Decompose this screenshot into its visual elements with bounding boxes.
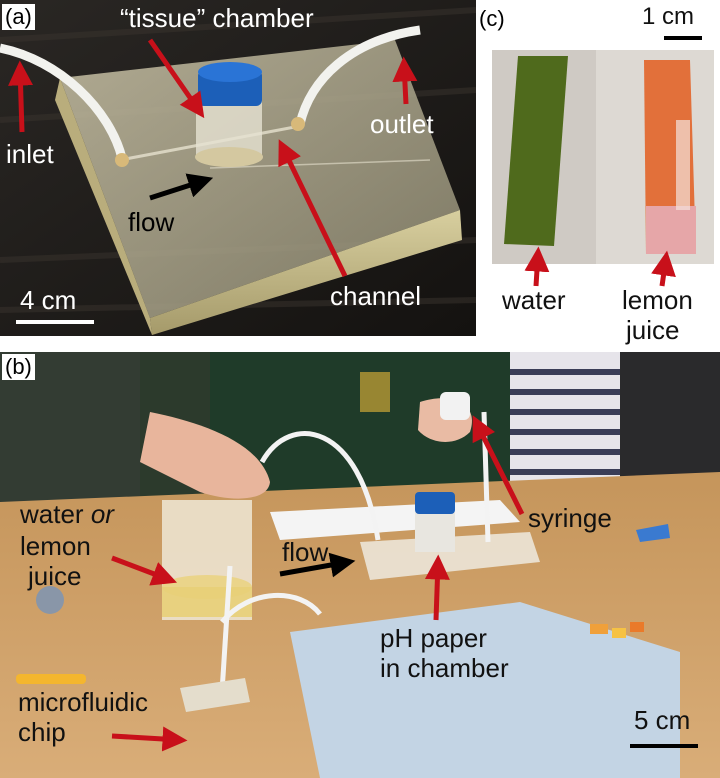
label-chip-1: microfluidic [18, 687, 149, 717]
chamber-vial-b [415, 512, 455, 552]
label-ph-paper-2: in chamber [380, 653, 509, 683]
arrow-flow-b [279, 552, 356, 578]
panel-b-arrows [111, 415, 525, 752]
panel-b-tag: (b) [2, 354, 35, 381]
arrow-outlet [392, 56, 418, 105]
label-ph-paper-1: pH paper [380, 623, 487, 653]
hand-left [140, 412, 270, 499]
label-outlet: outlet [370, 109, 434, 139]
label-inlet: inlet [6, 139, 54, 169]
panel-b-photo: (b) water or lemon juice flow syringe pH… [0, 352, 720, 778]
panel-b-scene [0, 352, 720, 778]
panel-a-tag: (a) [2, 4, 35, 31]
scale-label-c: 1 cm [642, 3, 695, 30]
microfluidic-chip-small [180, 678, 250, 712]
arrow-inlet [8, 60, 34, 133]
pdms-block [60, 40, 460, 318]
arrow-ph-paper [424, 554, 450, 621]
outlet-tube [295, 25, 421, 126]
label-flow-a: flow [128, 207, 175, 237]
arrow-channel [278, 139, 348, 278]
pdms-block-side [150, 210, 462, 335]
label-water-or-lemon-2: lemon [20, 531, 91, 561]
label-syringe: syringe [528, 503, 612, 533]
label-flow-b: flow [282, 537, 329, 567]
label-lemon-c-1: lemon [622, 285, 693, 315]
scale-bar-a [16, 320, 94, 324]
panel-c-tag: (c) [476, 6, 508, 33]
scale-label-a: 4 cm [20, 285, 77, 315]
label-water-or-lemon-1: water or [20, 500, 114, 529]
panel-a-arrows [8, 38, 418, 278]
tube-b-1 [259, 431, 381, 541]
label-water-or-lemon-3: juice [28, 561, 82, 591]
blue-paper-towel [290, 602, 680, 778]
chamber-cap-b [415, 492, 455, 514]
scale-bar-b [630, 744, 698, 748]
inlet-tube [0, 43, 127, 160]
scale-label-b: 5 cm [634, 705, 691, 735]
arrow-flow-a [149, 173, 214, 201]
arrow-chamber [147, 38, 205, 119]
panel-a-scene [0, 0, 476, 336]
panel-c-photo: (c) 1 cm water lemon juice [476, 0, 720, 350]
label-chip-2: chip [18, 717, 66, 747]
arrow-syringe [472, 415, 525, 516]
panel-a-photo: (a) “tissue” chamber inlet outlet flow c… [0, 0, 476, 336]
chip-large [360, 532, 540, 580]
label-water: water [20, 499, 91, 529]
school-badge [360, 372, 390, 412]
worksheet [270, 500, 520, 540]
label-water-c: water [502, 285, 566, 315]
arrow-chip [111, 726, 188, 752]
panel-c-arrows [524, 246, 676, 287]
label-lemon-c-2: juice [626, 315, 680, 345]
scale-bar-c [664, 36, 702, 40]
label-tissue-chamber: “tissue” chamber [120, 3, 314, 33]
arrow-water-c [524, 246, 550, 287]
label-or: or [90, 499, 114, 529]
arrow-lemon-c [651, 250, 676, 287]
label-channel: channel [330, 281, 422, 311]
panel-c-scene [492, 50, 714, 264]
strip-water [504, 56, 568, 246]
syringe [440, 392, 470, 420]
arrow-beaker [111, 555, 178, 586]
